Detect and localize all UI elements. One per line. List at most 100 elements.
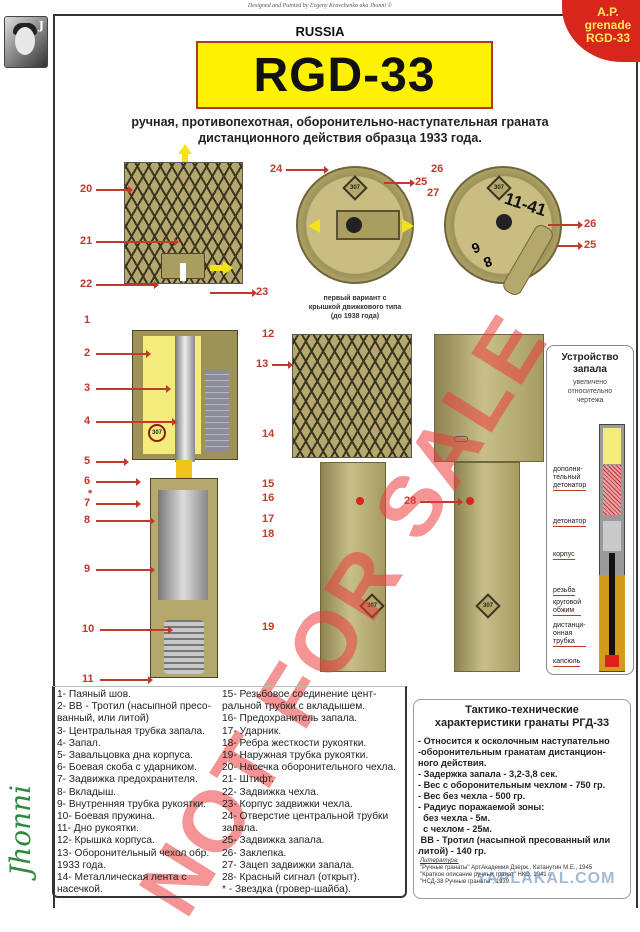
fuze-label-primer: капсюль <box>553 658 581 667</box>
callout-23: 23 <box>256 286 269 298</box>
subtitle-line: ручная, противопехотная, оборонительно-н… <box>131 115 549 129</box>
spec-line: - Радиус поражаемой зоны: <box>418 802 545 812</box>
legend-item: 20- Насечка оборонительного чехла. <box>222 762 396 774</box>
fuze-subtitle: увеличено относительно чертежа <box>547 378 633 405</box>
red-signal <box>356 497 364 505</box>
spec-line: -оборонительным гранатам дистанцион- <box>418 747 606 757</box>
subtitle-line: дистанционного действия образца 1933 год… <box>198 131 482 145</box>
leader-line <box>286 166 329 174</box>
leader-line <box>96 238 179 246</box>
callout-18: 18 <box>262 528 275 540</box>
detonator <box>603 465 621 515</box>
callout-16: 16 <box>262 492 275 504</box>
legend-item: 26- Заклепка. <box>222 847 287 859</box>
legend-item: 16- Предохранитель запала. <box>222 713 358 725</box>
up-arrow-stem <box>182 153 188 162</box>
fuze-title: Устройство запала <box>547 352 633 376</box>
legend-item: 23- Корпус задвижки чехла. <box>222 798 353 810</box>
variant-note-line: крышкой движкового типа <box>308 304 402 311</box>
leader-line <box>96 350 151 358</box>
leader-line <box>272 361 293 369</box>
avatar-face <box>15 27 35 55</box>
leader-line <box>96 458 129 466</box>
leader-line <box>556 242 583 250</box>
callout-star: * <box>88 488 93 500</box>
title-banner: RGD-33 <box>196 41 493 109</box>
leader-line <box>96 566 155 574</box>
callout-12: 12 <box>262 328 275 340</box>
mesh-cover <box>292 334 412 458</box>
spec-line: - Задержка запала - 3,2-3,8 сек. <box>418 769 558 779</box>
legend-item: 1933 года. <box>57 859 106 871</box>
callout-24: 24 <box>270 163 283 175</box>
callout-17: 17 <box>262 513 275 525</box>
legend-column-2: 15- Резьбовое соединение цент- ральной т… <box>222 689 396 896</box>
fuze-detail-box: Устройство запала увеличено относительно… <box>546 345 634 675</box>
callout-28: 28 <box>404 495 417 507</box>
legend-item: 15- Резьбовое соединение цент- <box>222 689 377 700</box>
inner-tube <box>158 490 208 600</box>
pin-stub <box>454 436 468 442</box>
literature-item: "Ручные гранаты" АртАкадемия Дзерж., Кат… <box>420 865 593 871</box>
site-watermark: YAPLAKAL.COM <box>476 870 616 887</box>
callout-5: 5 <box>84 455 91 467</box>
leader-line <box>96 418 177 426</box>
callout-9: 9 <box>84 563 91 575</box>
body-marking: 307 <box>148 424 166 442</box>
spec-line: ВВ - Тротил (насыпной пресованный или <box>418 835 611 845</box>
legend-item: 10- Боевая пружина. <box>57 811 155 823</box>
leader-line <box>548 221 583 229</box>
poster-frame <box>53 14 638 908</box>
legend-item: 3- Центральная трубка запала. <box>57 725 206 737</box>
spec-line: - Вес без чехла - 500 гр. <box>418 791 526 801</box>
leader-line <box>96 500 141 508</box>
handle <box>320 462 386 672</box>
fuze-label-crimp: круговой обжим <box>553 599 582 616</box>
leader-line <box>96 385 171 393</box>
red-signal <box>466 497 474 505</box>
leader-line <box>100 626 173 634</box>
legend-item: насечкой. <box>57 884 103 896</box>
right-arrow-head <box>223 261 233 275</box>
legend-item: 5- Завальцовка дна корпуса. <box>57 750 193 762</box>
callout-27: 27 <box>427 187 440 199</box>
parts-legend: 1- Паяный шов. 2- ВВ - Тротил (насыпной … <box>52 686 407 898</box>
callout-14: 14 <box>262 428 275 440</box>
callout-8: 8 <box>84 514 91 526</box>
specs-title-line: характеристики гранаты РГД-33 <box>434 717 610 729</box>
callout-15: 15 <box>262 478 275 490</box>
legend-item: 22- Задвижка чехла. <box>222 786 319 798</box>
spec-line: - Относится к осколочным наступательно <box>418 736 610 746</box>
leader-line <box>96 281 159 289</box>
fuze-title-line: запала <box>573 364 607 375</box>
designer-credit: Designed and Painted by Evgeny Kravchenk… <box>247 3 393 9</box>
callout-20: 20 <box>80 183 93 195</box>
legend-item: 9- Внутренняя трубка рукоятки. <box>57 798 206 810</box>
author-avatar: J <box>4 16 48 68</box>
legend-item: * - Звездка (гровер-шайба). <box>222 884 351 896</box>
badge-line: A.P. <box>597 5 619 19</box>
literature-item: "Краткое описание ручных гранат" НКО, 19… <box>420 872 552 878</box>
callout-1: 1 <box>84 314 91 326</box>
legend-item: 13- Оборонительный чехол обр. <box>57 847 210 859</box>
fuze-label-body: корпус <box>553 551 575 560</box>
spec-line: - Вес с оборонительным чехлом - 750 гр. <box>418 780 606 790</box>
right-arrow-icon <box>402 219 414 233</box>
fuze-label-delay-tube: дистанци- онная трубка <box>553 622 586 647</box>
legend-item: запала. <box>222 823 258 835</box>
callout-25: 25 <box>415 176 428 188</box>
legend-item: 2- ВВ - Тротил (насыпной пресо- <box>57 701 211 713</box>
legend-item: 21- Штифт. <box>222 774 274 786</box>
fuze-label-thread: резьба <box>553 587 576 596</box>
legend-item: 14- Металлическая лента с <box>57 872 187 884</box>
latch-slot <box>180 263 186 281</box>
legend-item: 7- Задвижка предохранителя. <box>57 774 198 786</box>
handle <box>454 462 520 672</box>
leader-line <box>100 676 153 684</box>
spec-line: с чехлом - 25м. <box>418 824 492 834</box>
callout-6: 6 <box>84 475 91 487</box>
central-hole <box>496 214 512 230</box>
extra-detonator <box>603 428 621 464</box>
primer <box>605 655 619 667</box>
specs-list: - Относится к осколочным наступательно -… <box>418 736 630 857</box>
